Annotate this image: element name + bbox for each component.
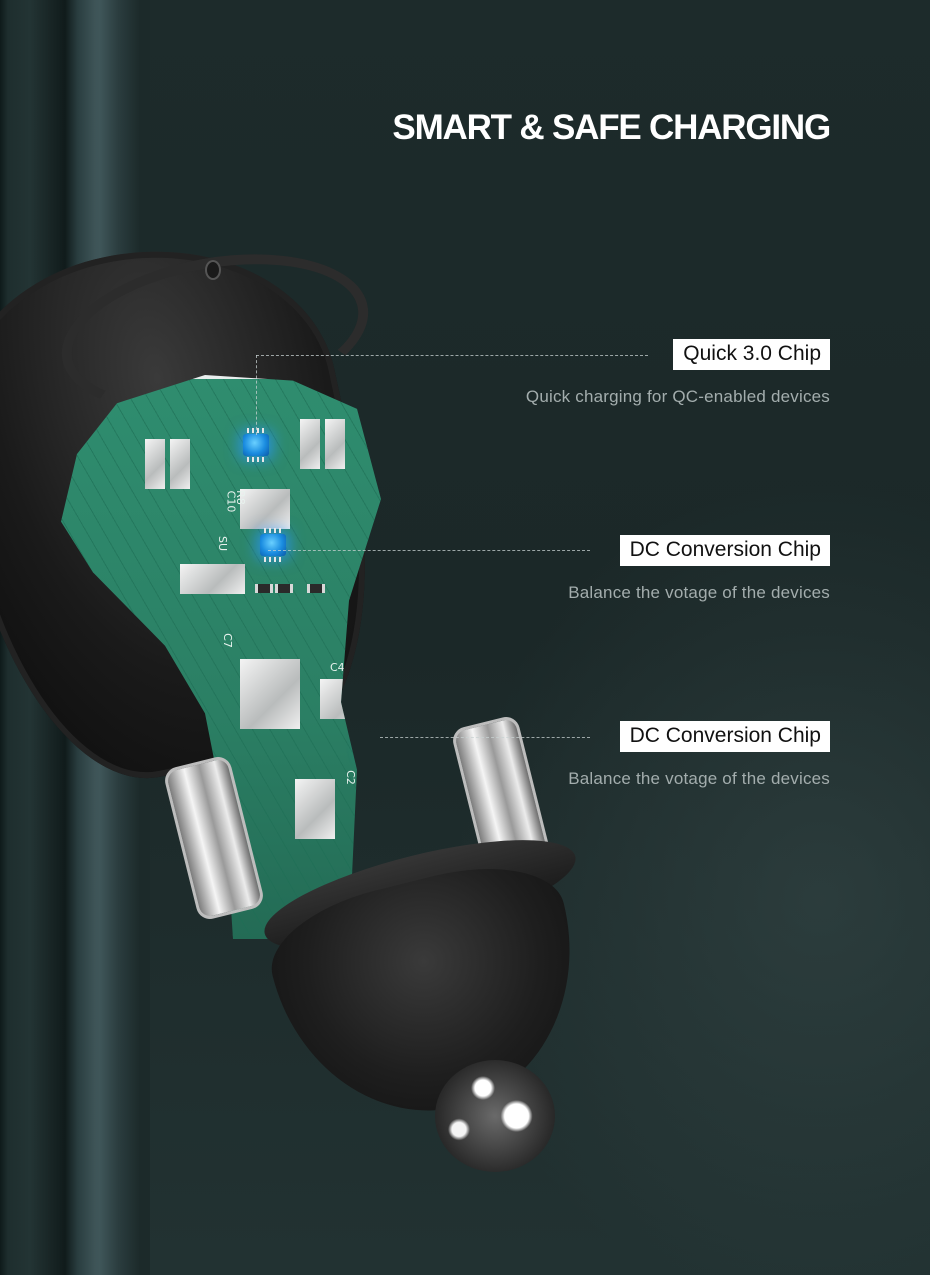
solder-pad (240, 659, 300, 729)
silkscreen-label: R4 (429, 818, 443, 833)
solder-pad (300, 419, 320, 469)
silkscreen-label: C7 (220, 633, 234, 648)
callout-description: Balance the votage of the devices (568, 769, 830, 788)
leader-line-dc-chip-1 (268, 550, 590, 551)
silkscreen-label: C3 (430, 748, 444, 763)
page-title: SMART & SAFE CHARGING (392, 108, 831, 147)
callout-description: Balance the votage of the devices (568, 583, 830, 602)
smd-resistor (307, 584, 325, 593)
solder-pad (240, 489, 290, 529)
solder-pad (145, 439, 165, 489)
metal-contact-tip (435, 1060, 555, 1172)
smd-resistor (395, 789, 413, 798)
silkscreen-label: R5 (417, 818, 431, 833)
leader-line-quick-chip (256, 355, 257, 435)
dc-conversion-chip-icon (367, 725, 381, 759)
callout-quick-chip: Quick 3.0 Chip Quick charging for QC-ena… (526, 339, 830, 407)
car-charger-illustration: R8 C10 SU C7 C4 R2 C3 C2 R1 R5 R4 R3 C5 … (0, 215, 606, 1180)
solder-pad (180, 564, 245, 594)
smd-resistor (255, 584, 273, 593)
callout-label: DC Conversion Chip (619, 535, 830, 566)
callout-description: Quick charging for QC-enabled devices (525, 387, 830, 406)
silkscreen-label: SU (216, 535, 230, 552)
silkscreen-label: R1 (363, 816, 377, 831)
silkscreen-label: C2 (343, 770, 357, 785)
leader-line-quick-chip (256, 355, 648, 356)
solder-pad (170, 439, 190, 489)
leader-line-dc-chip-2 (380, 737, 590, 738)
callout-label: DC Conversion Chip (619, 721, 830, 752)
smd-resistor (375, 789, 381, 798)
callout-dc-chip-1: DC Conversion Chip Balance the votage of… (568, 535, 830, 603)
solder-pad (325, 419, 345, 469)
callout-label: Quick 3.0 Chip (673, 339, 830, 370)
silkscreen-label: R2 (357, 661, 372, 674)
solder-pad (320, 679, 370, 719)
callout-dc-chip-2: DC Conversion Chip Balance the votage of… (568, 721, 830, 789)
led-indicator-icon (205, 260, 221, 280)
silkscreen-label: C5 (453, 808, 467, 823)
quick-charge-chip-icon (243, 428, 269, 462)
silkscreen-label: C4 (330, 661, 345, 674)
smd-resistor (275, 584, 293, 593)
silkscreen-label: R3 (441, 814, 455, 829)
dc-conversion-chip-icon (260, 528, 286, 562)
silkscreen-label: C10 (224, 490, 238, 513)
smd-resistor (415, 789, 433, 798)
solder-pad (295, 779, 335, 839)
